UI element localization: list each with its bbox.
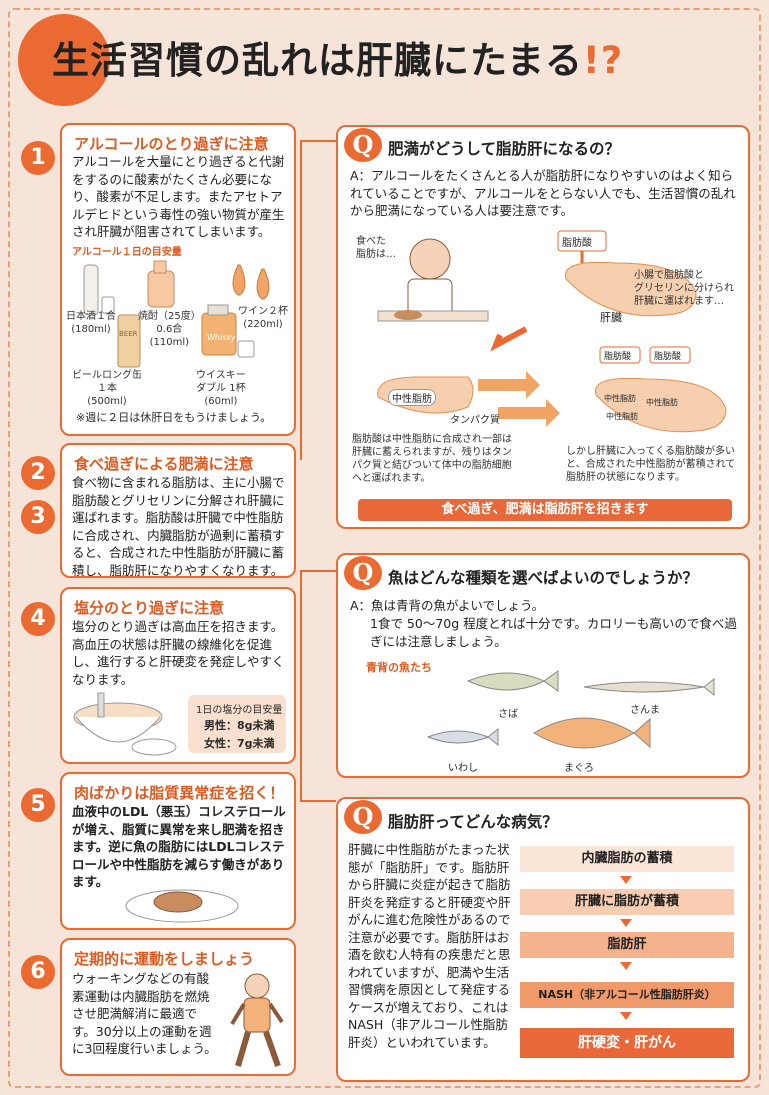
section-body: ウォーキングなどの有酸素運動は内臓脂肪を燃焼させ肥満解消に最適です。30分以上の…	[72, 971, 217, 1056]
q-fatty-liver-mechanism: 肥満がどうして脂肪肝になるの？ A：アルコールをたくさんとる人が脂肪肝になりやす…	[336, 125, 750, 529]
answer-line-2: 1食で 50～70g 程度とれば十分です。カロリーも高いので食べ過ぎには注意しま…	[370, 616, 737, 649]
fish-saba: さば	[498, 709, 518, 720]
title-circle-decoration	[18, 14, 110, 106]
label-neutral-fat-3: 中性脂肪	[646, 398, 678, 407]
walking-person-illustration	[230, 973, 284, 1067]
section-body: 塩分のとり過ぎは高血圧を招きます。高血圧の状態は肝臓の線維化を促進し、進行すると…	[72, 619, 285, 687]
flow-arrow	[620, 1012, 632, 1020]
beer-label: BEER	[119, 330, 138, 338]
section-overeating: 食べ過ぎによる肥満に注意 食べ物に含まれる脂肪は、主に小腸で脂肪酸とグリセリンに…	[60, 443, 296, 578]
summary-banner: 食べ過ぎ、肥満は脂肪肝を招きます	[358, 499, 732, 521]
fish-sanma: さんま	[630, 705, 660, 716]
steak-illustration	[125, 889, 239, 923]
flow-step-2: 肝臓に脂肪が蓄積	[520, 889, 734, 915]
alcohol-item-beer: ビールロング缶 １本 (500ml)	[72, 370, 142, 407]
section-body: アルコールを大量にとり過ぎると代謝をするのに酸素がたくさん必要になり、酸素が不足…	[72, 154, 285, 239]
label-protein: タンパク質	[450, 415, 500, 426]
label-fatty-acid-3: 脂肪酸	[654, 352, 682, 362]
section-exercise: 定期的に運動をしましょう ウォーキングなどの有酸素運動は内臓脂肪を燃焼させ肥満解…	[60, 938, 296, 1076]
soup-illustration	[73, 692, 177, 756]
page-frame	[8, 8, 761, 1088]
connector-line	[300, 800, 336, 802]
section-heading: 食べ過ぎによる肥満に注意	[74, 455, 254, 473]
flow-arrow	[620, 962, 632, 970]
question-title: 肥満がどうして脂肪肝になるの？	[388, 140, 621, 158]
section-meat: 肉ばかりは脂質異常症を招く！ 血液中のLDL（悪玉）コレステロールが増え、脂質に…	[60, 772, 296, 930]
label-eaten-fat: 食べた 脂肪は…	[356, 236, 396, 260]
alcohol-note: ※週に２日は休肝日をもうけましょう。	[76, 411, 272, 424]
alcohol-item-sake: 日本酒１合 (180ml)	[66, 311, 116, 335]
note-small-intestine: 小腸で脂肪酸と グリセリンに分けられ 肝臓に運ばれます…	[634, 270, 734, 307]
section-number-6: 6	[21, 955, 55, 989]
note-left: 脂肪酸は中性脂肪に合成され一部は肝臓に蓄えられますが、残りはタンパク質と結びつい…	[352, 434, 512, 484]
flow-arrow	[620, 876, 632, 884]
connector-line	[300, 140, 302, 460]
label-fatty-acid: 脂肪酸	[562, 238, 592, 249]
page-title: 生活習慣の乱れは肝臓にたまる!?	[52, 39, 624, 82]
salt-guideline-title: 1日の塩分の目安量	[196, 705, 283, 716]
label-neutral-fat: 中性脂肪	[388, 389, 436, 406]
section-heading: 肉ばかりは脂質異常症を招く！	[74, 784, 285, 802]
label-liver: 肝臓	[600, 311, 622, 324]
section-salt: 塩分のとり過ぎに注意 塩分のとり過ぎは高血圧を招きます。高血圧の状態は肝臓の線維…	[60, 587, 296, 764]
fish-iwashi: いわし	[448, 763, 478, 774]
label-fatty-acid-2: 脂肪酸	[604, 352, 632, 362]
section-number-2: 2	[21, 456, 55, 490]
section-number-1: 1	[21, 141, 55, 175]
flow-step-1: 内臓脂肪の蓄積	[520, 846, 734, 872]
flow-arrow	[620, 919, 632, 927]
question-marker-2: Q	[344, 556, 382, 590]
label-neutral-fat-4: 中性脂肪	[606, 412, 638, 421]
alcohol-item-wine: ワイン２杯 (220ml)	[238, 306, 288, 330]
question-marker-1: Q	[344, 128, 382, 162]
fish-illustration	[426, 670, 715, 749]
connector-line	[300, 570, 336, 572]
flow-step-5: 肝硬変・肝がん	[520, 1028, 734, 1058]
answer-text: 肝臓に中性脂肪がたまった状態が「脂肪肝」です。脂肪肝から肝臓に炎症が起きて脂肪肝…	[348, 842, 511, 1050]
alcohol-item-whisky: ウイスキー ダブル 1杯 (60ml)	[196, 370, 246, 407]
section-number-5: 5	[21, 788, 55, 822]
alcohol-sub-heading: アルコール１日の目安量	[72, 247, 182, 258]
section-number-3: 3	[21, 500, 55, 534]
whisky-label: Whisky	[207, 333, 236, 342]
section-heading: アルコールのとり過ぎに注意	[74, 135, 269, 153]
section-body: 食べ物に含まれる脂肪は、主に小腸で脂肪酸とグリセリンに分解され肝臓に運ばれます。…	[72, 475, 285, 578]
note-right: しかし肝臓に入ってくる脂肪酸が多いと、合成された中性脂肪が蓄積されて脂肪肝の状態…	[566, 446, 736, 483]
alcohol-illustration	[83, 260, 270, 368]
section-alcohol: アルコールのとり過ぎに注意 アルコールを大量にとり過ぎると代謝をするのに酸素がた…	[60, 123, 296, 436]
fish-maguro: まぐろ	[564, 763, 594, 774]
salt-male: 男性：8g未満	[204, 719, 275, 732]
section-number-4: 4	[21, 602, 55, 636]
fish-section-title: 青背の魚たち	[366, 661, 432, 674]
flow-step-4: NASH（非アルコール性脂肪肝炎）	[520, 982, 734, 1008]
section-heading: 定期的に運動をしましょう	[74, 950, 255, 968]
salt-guideline-box	[188, 695, 286, 753]
connector-line	[300, 570, 302, 800]
answer-line-1: A：魚は青背の魚がよいでしょう。	[350, 598, 545, 613]
section-body: 血液中のLDL（悪玉）コレステロールが増え、脂質に異常を来し肥満を招きます。逆に…	[72, 804, 286, 889]
flow-step-3: 脂肪肝	[520, 932, 734, 958]
q-which-fish: 魚はどんな種類を選べばよいのでしょうか？ A：魚は青背の魚がよいでしょう。 1食…	[336, 553, 750, 778]
question-title: 魚はどんな種類を選べばよいのでしょうか？	[388, 569, 699, 587]
answer-text: A：アルコールをたくさんとる人が脂肪肝になりやすいのはよく知られていることですが…	[350, 168, 736, 218]
question-marker-3: Q	[344, 800, 382, 834]
question-title: 脂肪肝ってどんな病気？	[388, 813, 558, 831]
label-neutral-fat-2: 中性脂肪	[604, 394, 636, 403]
alcohol-item-shochu: 焼酎（25度） 0.6合 (110ml)	[138, 311, 201, 348]
section-heading: 塩分のとり過ぎに注意	[74, 599, 225, 617]
salt-female: 女性：7g未満	[204, 737, 275, 750]
connector-line	[300, 140, 336, 142]
